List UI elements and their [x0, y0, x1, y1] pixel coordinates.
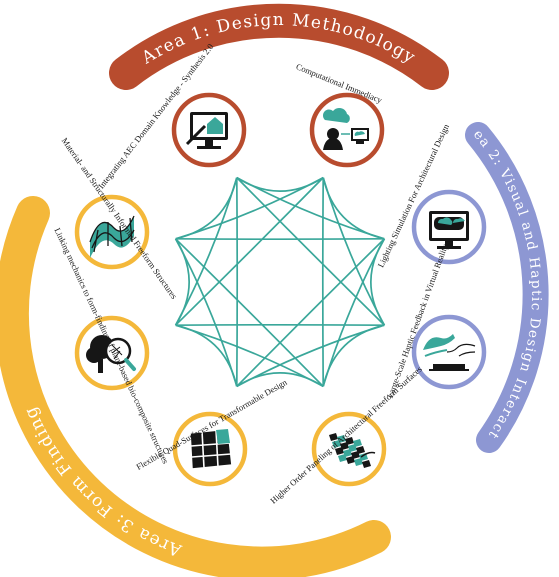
research-node-n5[interactable]: Higher Order Paneling of Architectural F…: [268, 364, 424, 506]
research-node-n4[interactable]: Large-Scale Haptic Feedback in Virtual R…: [385, 242, 487, 399]
network-curve: [236, 238, 385, 387]
paneling-surface-icon: [329, 433, 376, 468]
tree-magnifier-icon: [86, 335, 136, 373]
vr-headset-icon: [429, 211, 469, 249]
user-computer-thinking-icon: [322, 107, 369, 150]
research-nodes: Integrating AEC Domain Knowledge - Synth…: [52, 42, 487, 506]
area-3-band: [0, 196, 391, 577]
network-curve: [322, 238, 386, 387]
network-curve: [175, 177, 324, 326]
area-3-arc: Area 3: Form Finding: [0, 196, 391, 577]
area-1-band: [109, 3, 449, 90]
central-network-star: [174, 176, 386, 388]
research-node-n2[interactable]: Computational Immediacy: [295, 61, 385, 168]
computer-design-icon: [185, 112, 228, 149]
area-3-label: Area 3: Form Finding: [20, 403, 185, 561]
area-1-arc: Area 1: Design Methodology: [109, 3, 449, 90]
network-curve: [175, 176, 324, 240]
quad-surface-icon: [189, 428, 233, 470]
network-curve: [236, 176, 385, 240]
freeform-structure-icon: [89, 215, 135, 258]
network-curve: [174, 238, 238, 387]
area-2-band: [465, 122, 549, 453]
network-curve: [175, 238, 324, 387]
network-curve: [174, 177, 238, 326]
network-curve: [236, 177, 385, 326]
node-circle: [309, 92, 385, 168]
research-node-n3[interactable]: Lighting Simulation For Architectural De…: [376, 122, 487, 269]
network-curve: [322, 177, 386, 326]
area-1-label: Area 1: Design Methodology: [138, 10, 420, 69]
network-curve: [236, 324, 385, 388]
network-curve: [175, 324, 324, 388]
haptic-hands-icon: [423, 334, 476, 371]
